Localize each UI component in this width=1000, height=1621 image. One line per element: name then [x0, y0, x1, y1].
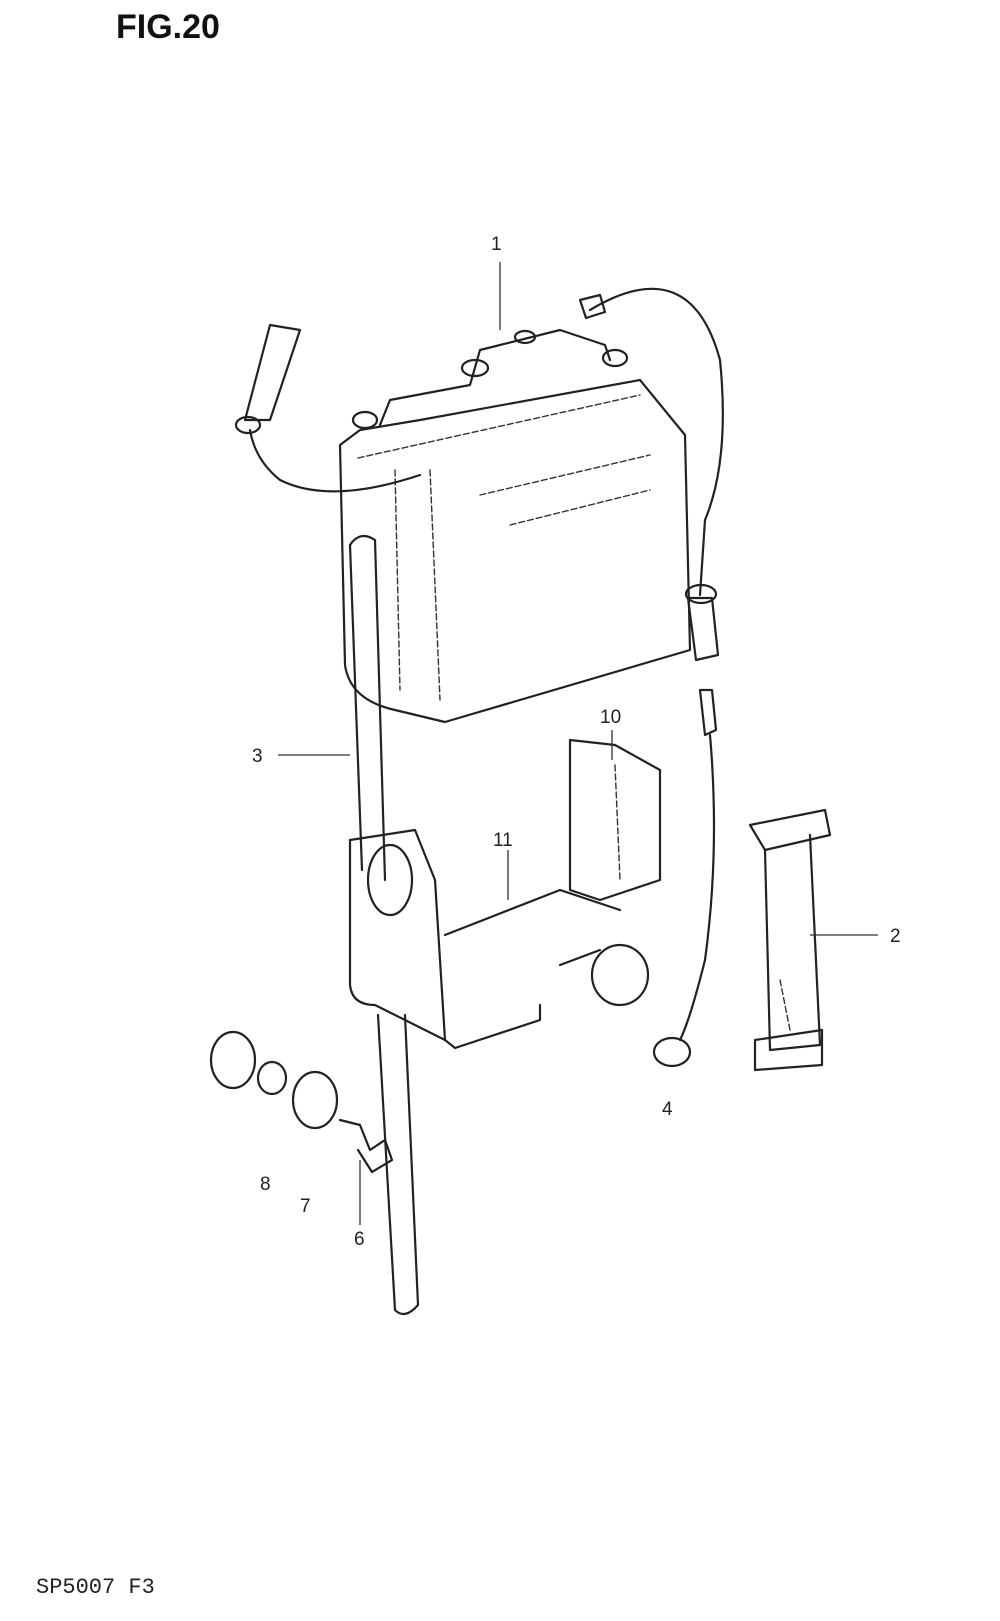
bolt [338, 1118, 394, 1174]
page-code: SP5007 F3 [36, 1575, 155, 1600]
callout-2: 2 [890, 926, 901, 947]
battery-holder [348, 738, 662, 1050]
figure-title: FIG.20 [116, 8, 220, 46]
plus-cable [578, 287, 724, 662]
callout-3: 3 [252, 746, 263, 767]
cushion [209, 1030, 257, 1090]
callout-1: 1 [491, 234, 502, 255]
callout-8: 8 [260, 1174, 271, 1195]
breather-tube [348, 534, 420, 1316]
ground-lead [652, 688, 718, 1068]
minus-cable [234, 323, 422, 493]
callout-7: 7 [300, 1196, 311, 1217]
battery-strap [748, 808, 832, 1072]
hardware-set [209, 1030, 394, 1174]
nut [256, 1060, 288, 1096]
callout-6: 6 [354, 1229, 365, 1250]
battery [338, 328, 692, 724]
washer [291, 1070, 339, 1130]
callout-10: 10 [600, 707, 621, 728]
callout-11: 11 [493, 830, 513, 851]
callout-4: 4 [662, 1099, 673, 1120]
